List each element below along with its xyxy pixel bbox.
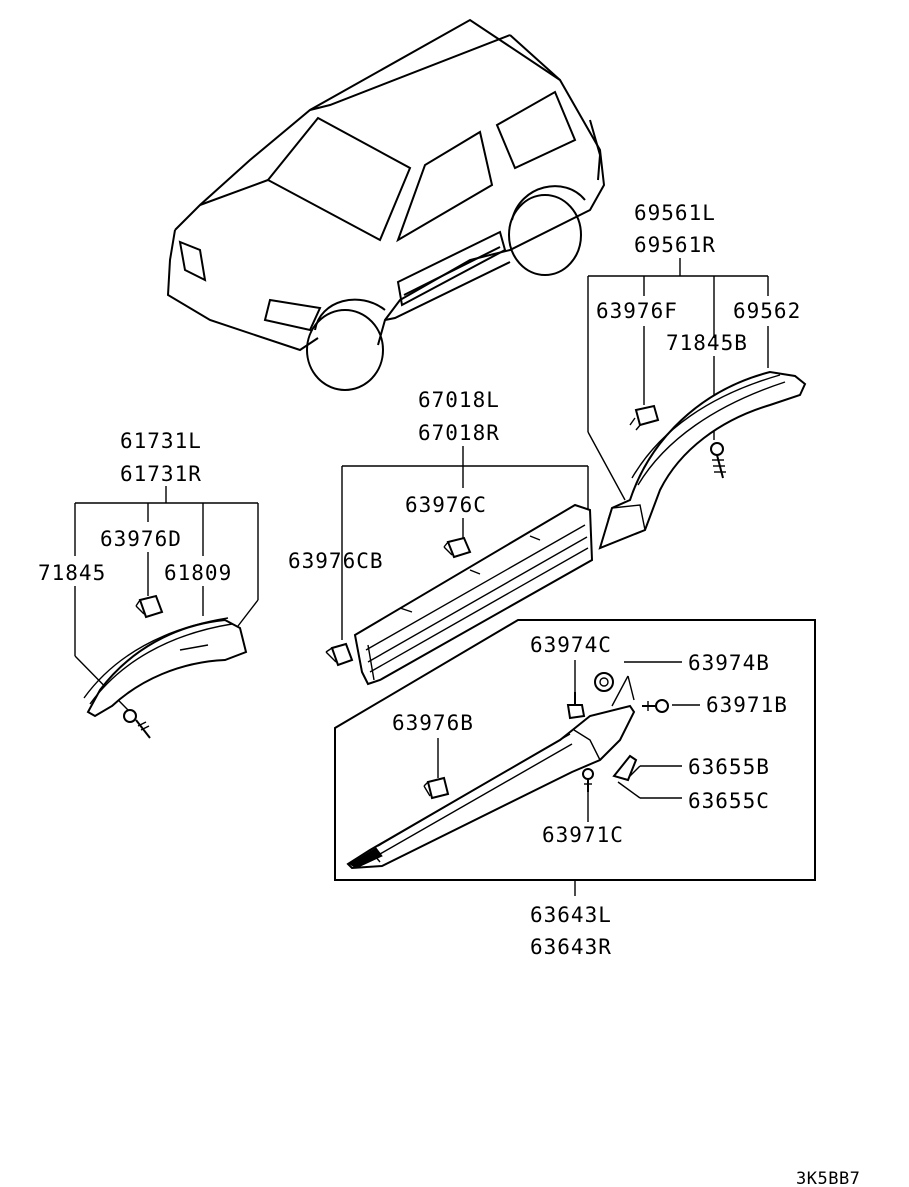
label-63976B: 63976B <box>392 711 474 735</box>
mud-guard-icon <box>612 754 638 782</box>
label-63655C: 63655C <box>688 789 770 813</box>
diagram-reference-code: 3K5BB7 <box>796 1169 860 1187</box>
label-61731L: 61731L <box>120 429 202 453</box>
label-63974C: 63974C <box>530 633 612 657</box>
door-molding-group: 67018L 67018R 63976C 63976CB <box>288 388 594 686</box>
screw-63971C-icon <box>582 768 594 792</box>
clip-63976F-icon <box>629 404 660 431</box>
label-63976C: 63976C <box>405 493 487 517</box>
label-67018R: 67018R <box>418 421 500 445</box>
label-63971B: 63971B <box>706 693 788 717</box>
label-67018L: 67018L <box>418 388 500 412</box>
label-63655B: 63655B <box>688 755 770 779</box>
clip-63976CB-icon <box>325 642 354 667</box>
grommet-63974B-icon <box>594 672 614 692</box>
label-69561R: 69561R <box>634 233 716 257</box>
label-63976CB: 63976CB <box>288 549 384 573</box>
screw-63971B-icon <box>642 699 669 713</box>
label-61809: 61809 <box>164 561 232 585</box>
vehicle-overview-illustration <box>166 18 606 391</box>
clip-63976C-icon <box>443 536 472 559</box>
rear-fender-flare-group: 69561L 69561R 63976F 69562 71845B <box>587 201 807 550</box>
screw-71845-icon <box>123 709 151 739</box>
label-69562: 69562 <box>733 299 801 323</box>
label-63643R: 63643R <box>530 935 612 959</box>
label-63976D: 63976D <box>100 527 182 551</box>
side-sill-group: 63643L 63643R 63974C 63974B 63971B 63976… <box>334 619 816 959</box>
front-fender-flare-group: 61731L 61731R 63976D 71845 61809 <box>38 429 259 739</box>
clip-63976D-icon <box>135 594 164 619</box>
label-63971C: 63971C <box>542 823 624 847</box>
label-61731R: 61731R <box>120 462 202 486</box>
label-71845: 71845 <box>38 561 106 585</box>
label-63643L: 63643L <box>530 903 612 927</box>
clip-63976B-icon <box>423 776 450 800</box>
label-63976F: 63976F <box>596 299 678 323</box>
label-71845B: 71845B <box>666 331 748 355</box>
clip-63974C-icon <box>566 692 586 720</box>
screw-71845B-icon <box>710 442 726 479</box>
label-69561L: 69561L <box>634 201 716 225</box>
label-63974B: 63974B <box>688 651 770 675</box>
